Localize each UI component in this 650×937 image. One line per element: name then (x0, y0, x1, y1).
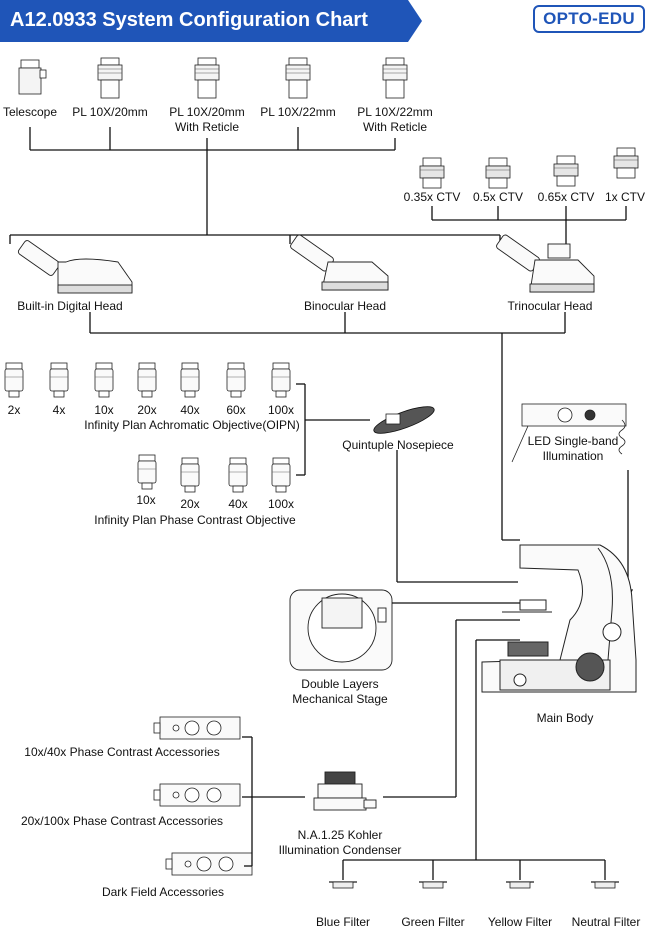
label-pl-10x20-reticle-line1: PL 10X/20mm (169, 105, 245, 119)
ctv-1x-icon (613, 147, 639, 179)
phase-objective-20x-icon (180, 457, 200, 493)
label-digital-head: Built-in Digital Head (17, 299, 123, 313)
label-phase-objective-10x: 10x (136, 493, 156, 507)
banner-shape (0, 0, 422, 42)
label-illumination-line2: Illumination (542, 449, 604, 463)
label-objective-60x: 60x (226, 403, 246, 417)
label-ctv-05x: 0.5x CTV (472, 190, 523, 204)
eyepiece-pl-10x20-reticle-icon (194, 57, 220, 99)
accessory-dark-field-icon (165, 852, 253, 876)
label-accessory-10x40x: 10x/40x Phase Contrast Accessories (24, 745, 220, 759)
label-pl-10x22-reticle-line1: PL 10X/22mm (357, 105, 433, 119)
label-pl-10x22: PL 10X/22mm (260, 105, 336, 119)
title-banner: A12.0933 System Configuration Chart (0, 0, 422, 42)
label-phase-objective-20x: 20x (180, 497, 200, 511)
label-ctv-065x: 0.65x CTV (537, 190, 595, 204)
label-neutral-filter: Neutral Filter (571, 915, 641, 929)
phase-objective-100x-icon (271, 457, 291, 493)
label-phase-objective-title: Infinity Plan Phase Contrast Objective (94, 513, 296, 527)
accessory-10x40x-phase-icon (153, 716, 241, 740)
binocular-head-icon (290, 234, 389, 291)
achromatic-objective-row (4, 362, 291, 398)
label-objective-10x: 10x (94, 403, 114, 417)
label-phase-objective-100x: 100x (267, 497, 295, 511)
label-nosepiece: Quintuple Nosepiece (342, 438, 454, 452)
label-green-filter: Green Filter (401, 915, 465, 929)
label-objective-20x: 20x (137, 403, 157, 417)
label-objective-2x: 2x (7, 403, 21, 417)
eyepiece-pl-10x22-icon (285, 57, 311, 99)
label-pl-10x20-reticle-line2: With Reticle (174, 120, 239, 134)
label-ctv-035x: 0.35x CTV (403, 190, 461, 204)
label-condenser-line1: N.A.1.25 Kohler (297, 828, 383, 842)
objective-connector (296, 383, 518, 583)
label-illumination-line1: LED Single-band (527, 434, 619, 448)
digital-head-icon (17, 240, 133, 294)
label-pl-10x20: PL 10X/20mm (72, 105, 148, 119)
label-objective-4x: 4x (52, 403, 66, 417)
phase-objective-10x-icon (137, 454, 157, 490)
phase-objective-40x-icon (228, 457, 248, 493)
objective-20x-icon (137, 362, 157, 398)
label-stage-line2: Mechanical Stage (292, 692, 388, 706)
blue-filter-icon (328, 881, 358, 889)
green-filter-icon (418, 881, 448, 889)
ctv-05x-icon (485, 157, 511, 189)
label-achromatic-objective-title: Infinity Plan Achromatic Objective(OIPN) (84, 418, 300, 432)
ctv-065x-icon (553, 155, 579, 187)
accessory-connector (242, 619, 520, 867)
head-connector (89, 312, 566, 541)
mechanical-stage-icon (289, 589, 393, 671)
eyepiece-pl-10x22-reticle-icon (382, 57, 408, 99)
label-condenser-line2: Illumination Condenser (278, 843, 402, 857)
label-blue-filter: Blue Filter (315, 915, 371, 929)
objective-100x-icon (271, 362, 291, 398)
objective-10x-icon (94, 362, 114, 398)
accessory-20x100x-phase-icon (153, 783, 241, 807)
label-trinocular-head: Trinocular Head (507, 299, 593, 313)
nosepiece-icon (373, 406, 435, 434)
eyepiece-telescope-icon (18, 59, 47, 95)
brand-logo: OPTO-EDU (533, 5, 645, 33)
label-objective-100x: 100x (267, 403, 295, 417)
label-accessory-dark-field: Dark Field Accessories (101, 885, 225, 899)
neutral-filter-icon (590, 881, 620, 889)
filter-connector (342, 639, 606, 880)
ctv-connector (431, 206, 627, 244)
label-stage-line1: Double Layers (301, 677, 379, 691)
label-binocular-head: Binocular Head (303, 299, 387, 313)
objective-4x-icon (49, 362, 69, 398)
main-body-icon (481, 544, 637, 693)
label-main-body: Main Body (536, 711, 594, 725)
label-telescope: Telescope (2, 105, 58, 119)
label-phase-objective-40x: 40x (228, 497, 248, 511)
trinocular-head-icon (496, 234, 595, 293)
objective-40x-icon (180, 362, 200, 398)
eyepiece-pl-10x20-icon (97, 57, 123, 99)
label-accessory-20x100x: 20x/100x Phase Contrast Accessories (20, 814, 224, 828)
label-objective-40x: 40x (180, 403, 200, 417)
page-title: A12.0933 System Configuration Chart (10, 9, 368, 31)
phase-objective-row (137, 454, 291, 493)
label-pl-10x22-reticle-line2: With Reticle (362, 120, 427, 134)
yellow-filter-icon (505, 881, 535, 889)
label-yellow-filter: Yellow Filter (487, 915, 553, 929)
objective-60x-icon (226, 362, 246, 398)
label-ctv-1x: 1x CTV (604, 190, 645, 204)
ctv-035x-icon (419, 157, 445, 189)
condenser-icon (313, 771, 377, 811)
objective-2x-icon (4, 362, 24, 398)
led-illumination-icon (511, 403, 627, 463)
eyepiece-connector (9, 127, 501, 244)
